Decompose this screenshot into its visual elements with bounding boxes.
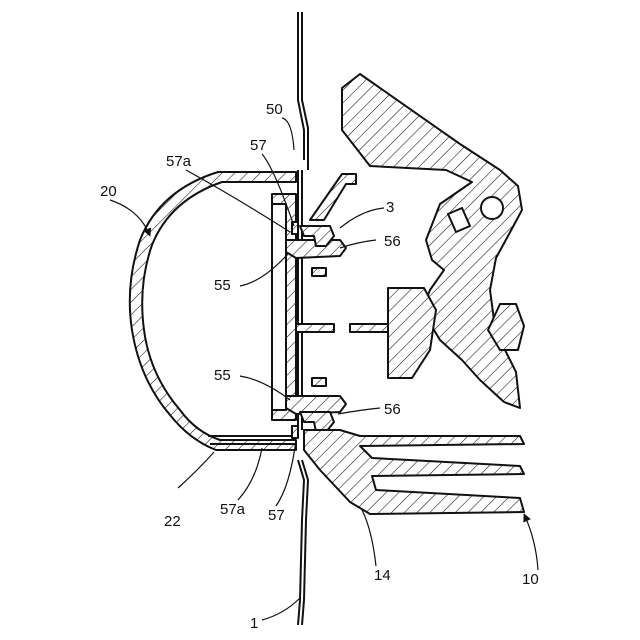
label-57-bottom: 57 (268, 507, 285, 524)
label-10: 10 (522, 571, 539, 588)
label-14: 14 (374, 567, 391, 584)
marker-lower (312, 378, 326, 386)
heat-sink-10 (304, 430, 524, 514)
rod (296, 324, 334, 332)
label-3: 3 (386, 199, 394, 216)
marker-upper (312, 268, 326, 276)
label-22: 22 (164, 513, 181, 530)
label-55-top: 55 (214, 277, 231, 294)
label-57a-bottom: 57a (220, 501, 246, 518)
label-1: 1 (250, 615, 258, 632)
pin-57-lower (292, 426, 298, 438)
label-57-top: 57 (250, 137, 267, 154)
hook-3 (310, 174, 356, 220)
central-block (388, 288, 436, 378)
label-56-bottom: 56 (384, 401, 401, 418)
label-50: 50 (266, 101, 283, 118)
label-20: 20 (100, 183, 117, 200)
label-55-bottom: 55 (214, 367, 231, 384)
label-56-top: 56 (384, 233, 401, 250)
label-57a-top: 57a (166, 153, 192, 170)
housing-hole (481, 197, 503, 219)
